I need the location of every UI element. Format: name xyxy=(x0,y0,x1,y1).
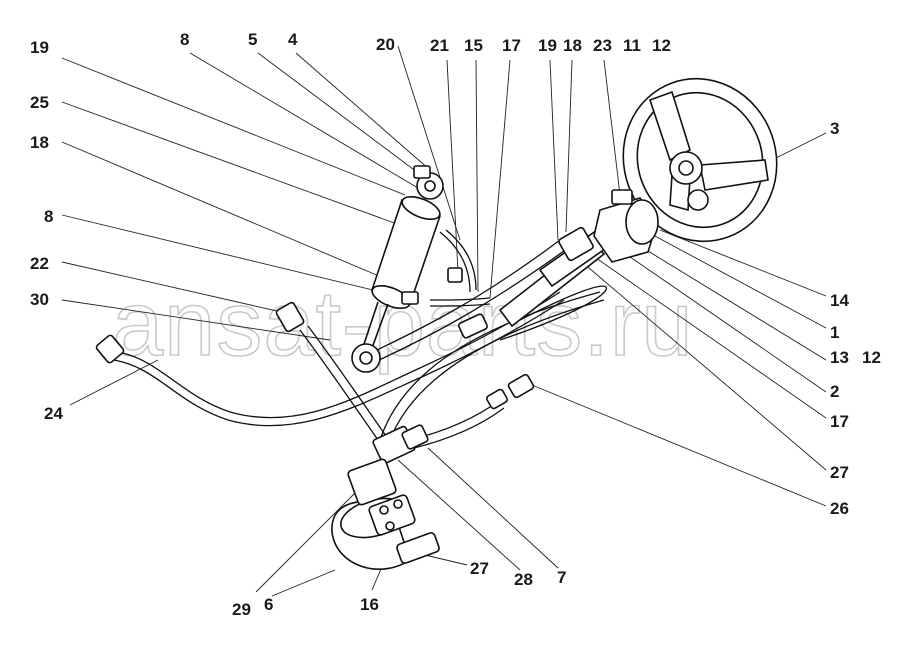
callout-19: 19 xyxy=(538,36,557,55)
valve-block xyxy=(372,424,429,465)
callout-18: 18 xyxy=(30,133,49,152)
callout-20: 20 xyxy=(376,35,395,54)
callout-5: 5 xyxy=(248,30,257,49)
callout-12: 12 xyxy=(652,36,671,55)
fittings xyxy=(95,267,535,410)
steering-wheel xyxy=(622,77,778,243)
callout-11: 11 xyxy=(623,36,641,55)
hydraulic-pump xyxy=(331,458,440,570)
callout-21: 21 xyxy=(430,36,449,55)
callout-24: 24 xyxy=(44,404,63,423)
callout-14: 14 xyxy=(830,291,849,310)
callout-23: 23 xyxy=(593,36,612,55)
callout-2: 2 xyxy=(830,382,839,401)
hydraulic-cylinder xyxy=(351,165,444,373)
steering-unit xyxy=(558,189,659,263)
callout-6: 6 xyxy=(264,595,273,614)
callout-13: 13 xyxy=(830,348,849,367)
callout-labels: 19 8 5 4 20 21 15 17 19 18 23 11 12 25 1… xyxy=(30,30,881,619)
callout-22: 22 xyxy=(30,254,49,273)
callout-30: 30 xyxy=(30,290,49,309)
callout-1: 1 xyxy=(830,323,839,342)
callout-17: 17 xyxy=(502,36,521,55)
callout-29: 29 xyxy=(232,600,251,619)
callout-8: 8 xyxy=(180,30,189,49)
callout-16: 16 xyxy=(360,595,379,614)
callout-19: 19 xyxy=(30,38,49,57)
hoses xyxy=(113,229,608,449)
callout-25: 25 xyxy=(30,93,49,112)
callout-27: 27 xyxy=(830,463,849,482)
callout-12: 12 xyxy=(862,348,881,367)
callout-28: 28 xyxy=(514,570,533,589)
callout-8: 8 xyxy=(44,207,53,226)
callout-15: 15 xyxy=(464,36,483,55)
callout-26: 26 xyxy=(830,499,849,518)
callout-18: 18 xyxy=(563,36,582,55)
leader-lines xyxy=(61,45,827,597)
callout-27: 27 xyxy=(470,559,489,578)
callout-3: 3 xyxy=(830,119,839,138)
callout-4: 4 xyxy=(288,30,298,49)
callout-17: 17 xyxy=(830,412,849,431)
callout-7: 7 xyxy=(557,568,566,587)
